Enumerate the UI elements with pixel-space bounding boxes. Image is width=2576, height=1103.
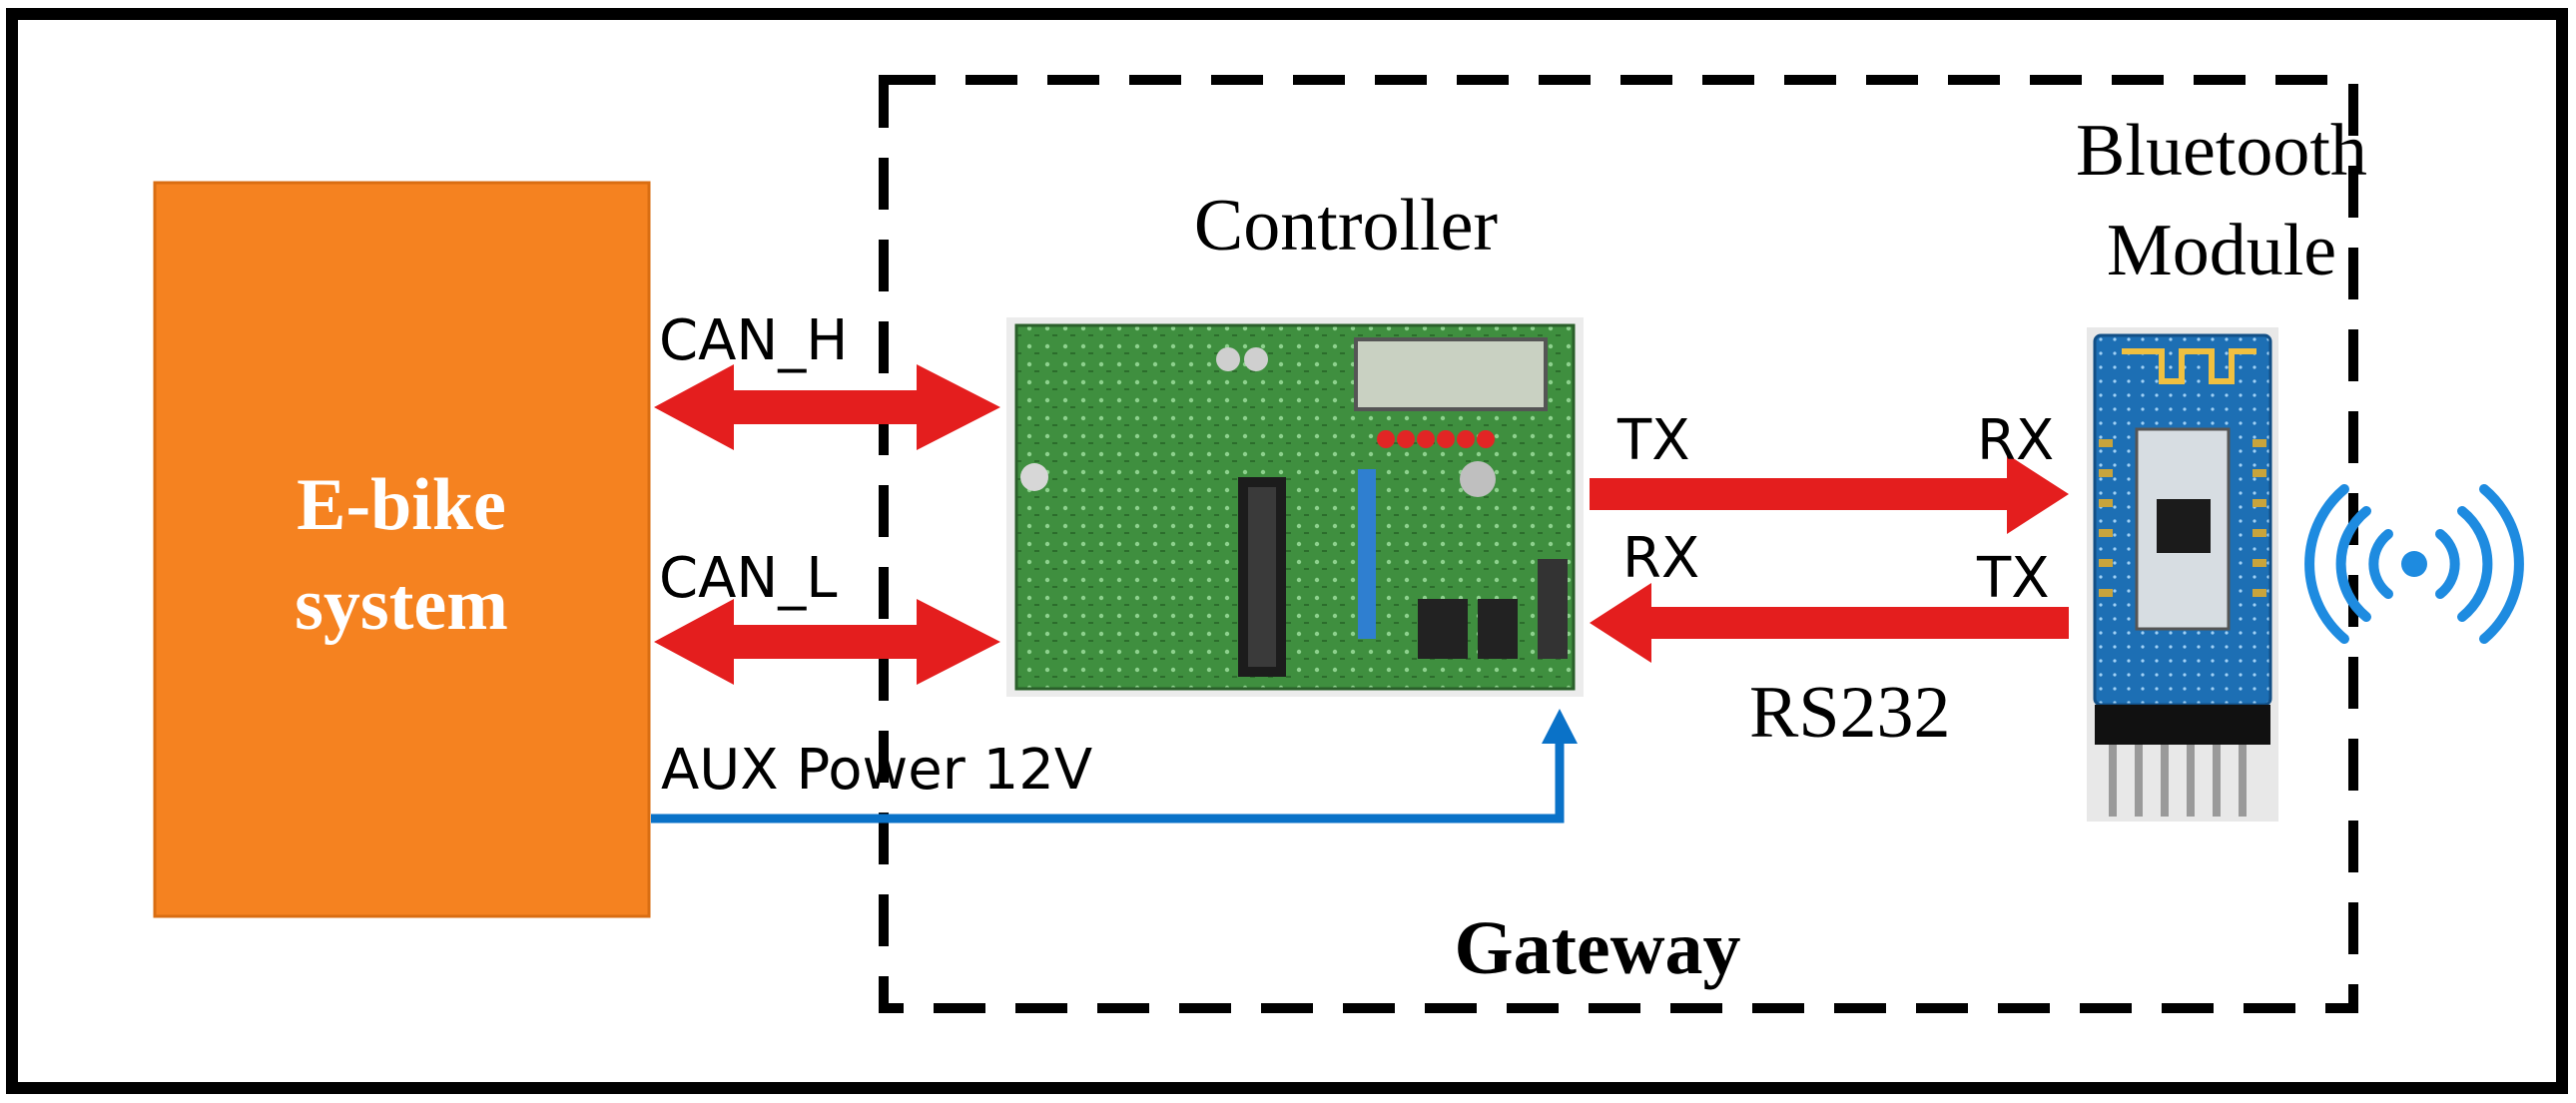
- gateway-boundary: [879, 75, 2358, 1013]
- ebike-label-line2: system: [295, 564, 508, 646]
- bluetooth-tx-label: TX: [1976, 546, 2050, 611]
- aux-power-label: AUX Power 12V: [661, 738, 1092, 803]
- ebike-system-block: E-bike system: [153, 181, 651, 918]
- controller-board-image: [1006, 317, 1584, 697]
- rx-from-tx-arrow: [1590, 583, 2069, 663]
- controller-tx-label: TX: [1616, 408, 1690, 473]
- outer-frame: [6, 8, 2568, 1094]
- gateway-label: Gateway: [1454, 906, 1740, 990]
- controller-rx-label: RX: [1622, 526, 1699, 591]
- bluetooth-title-line1: Bluetooth: [2076, 110, 2367, 192]
- wireless-signal-icon: [2304, 484, 2524, 644]
- can-l-arrow: [654, 599, 1000, 685]
- rs232-label: RS232: [1749, 672, 1951, 754]
- can-h-arrow: [654, 364, 1000, 450]
- bluetooth-title-line2: Module: [2107, 210, 2336, 291]
- aux-power-arrow: [651, 709, 1578, 824]
- bluetooth-rx-label: RX: [1977, 408, 2054, 473]
- controller-title: Controller: [1194, 185, 1498, 267]
- ebike-label-line1: E-bike: [297, 464, 506, 546]
- bluetooth-module-image: [2087, 327, 2278, 822]
- can-h-label: CAN_H: [659, 308, 848, 373]
- tx-to-rx-arrow: [1590, 454, 2069, 534]
- can-l-label: CAN_L: [659, 546, 838, 611]
